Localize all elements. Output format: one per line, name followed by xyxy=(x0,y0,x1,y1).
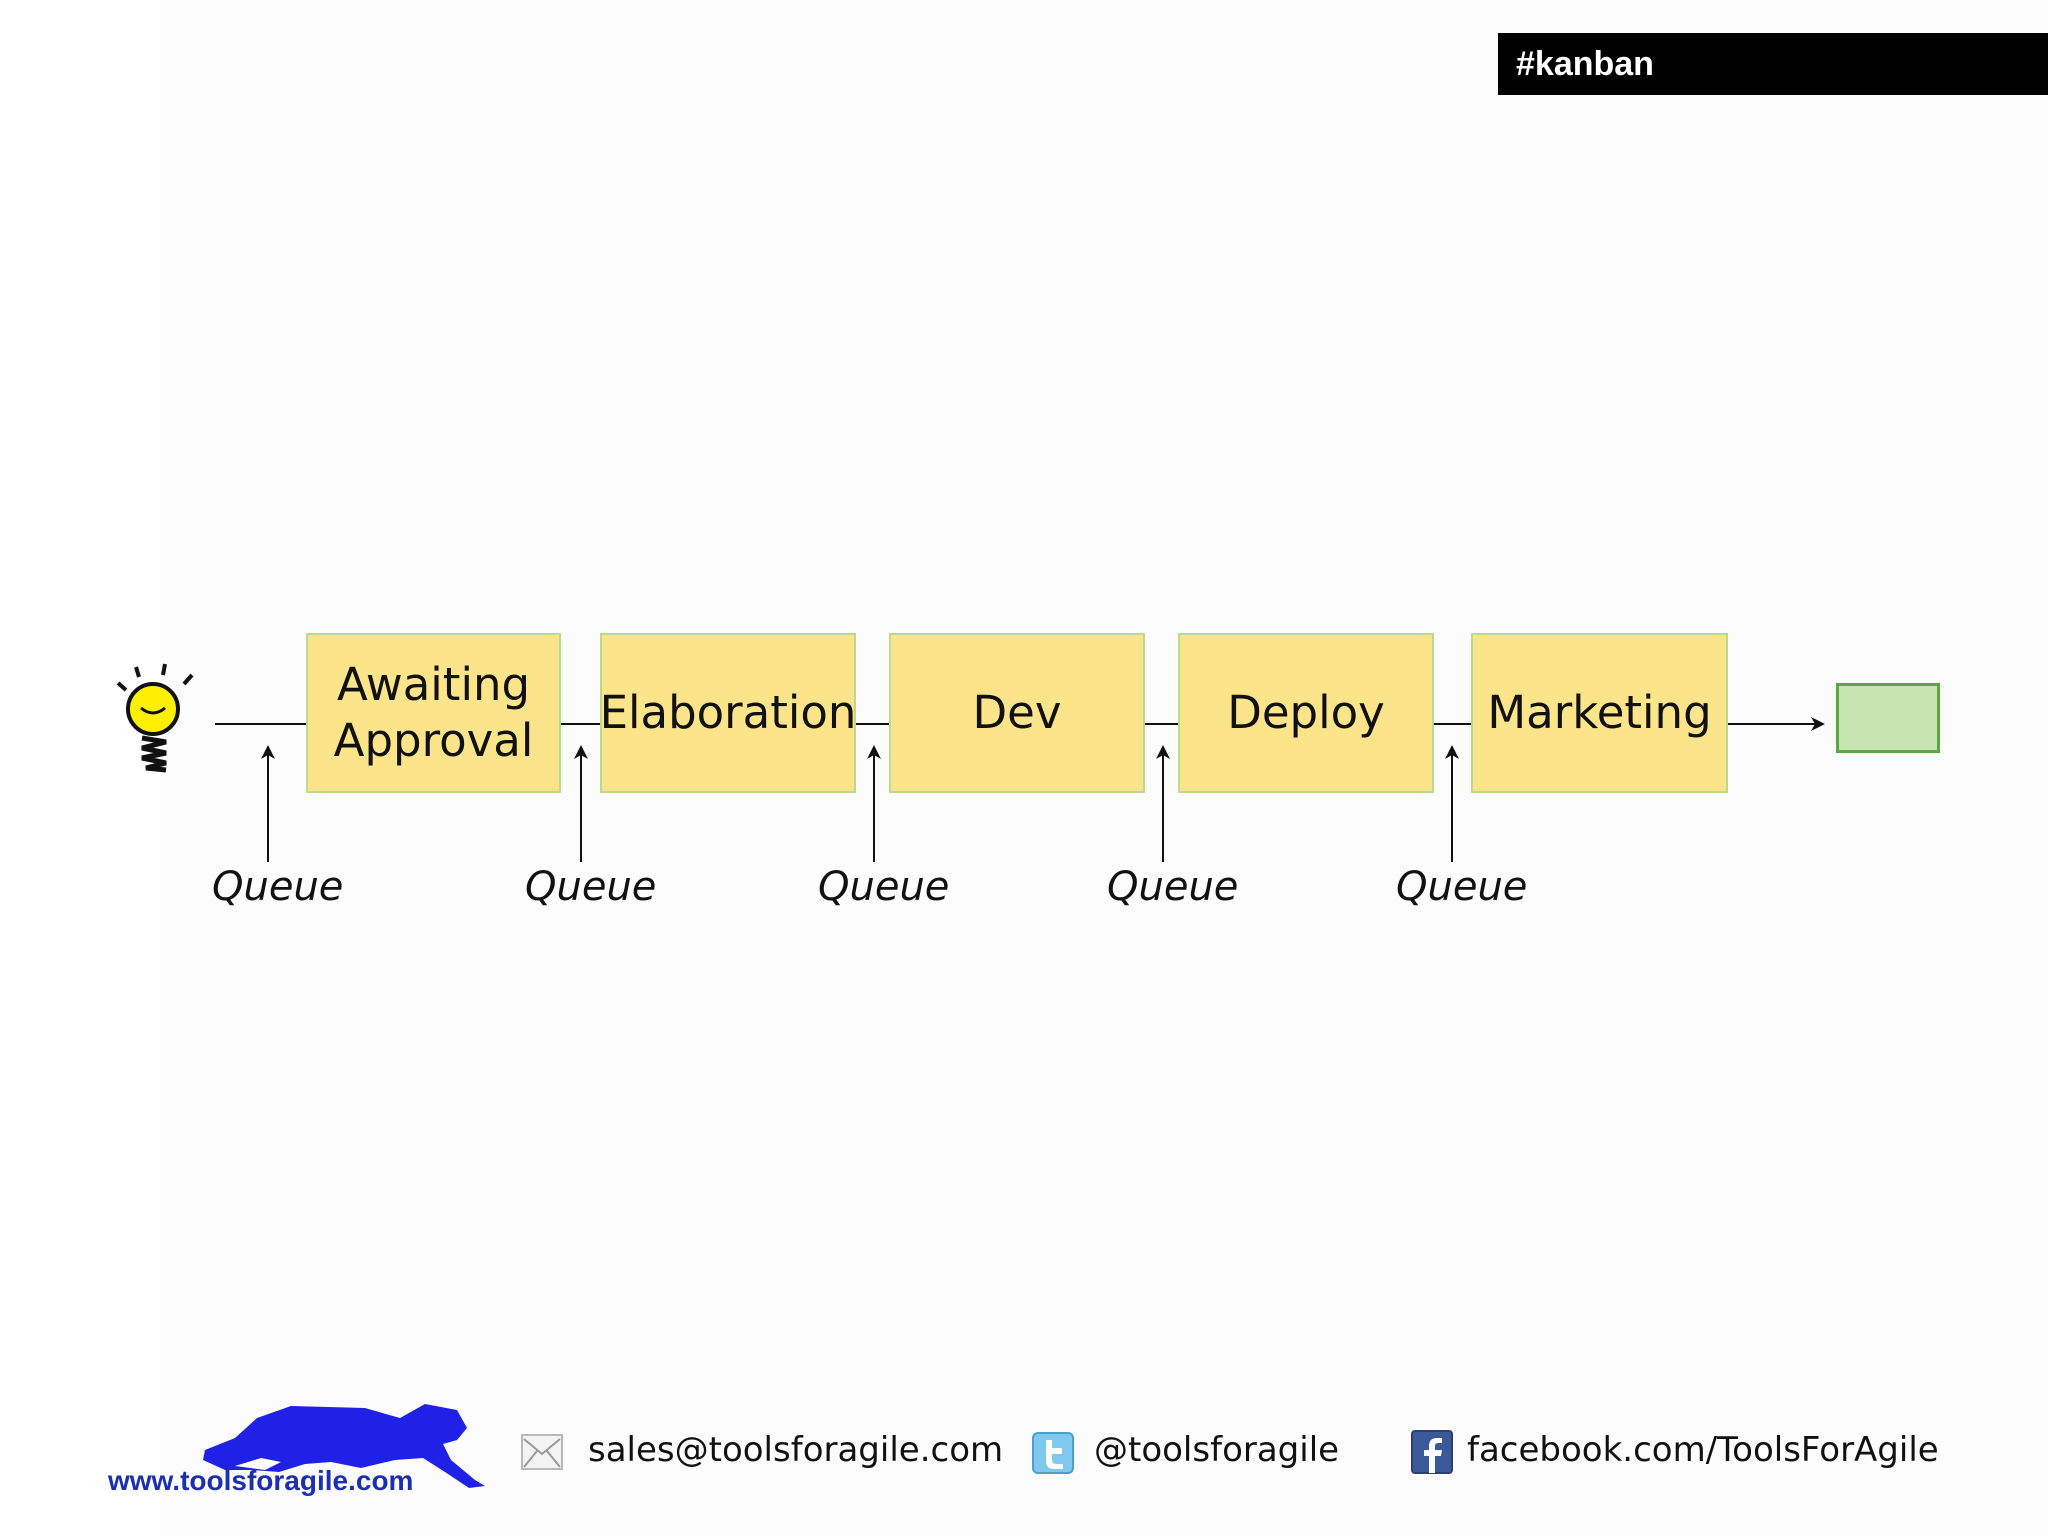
queue-label-2: Queue xyxy=(525,864,657,910)
lightbulb-icon xyxy=(116,663,194,773)
email-link[interactable]: sales@toolsforagile.com xyxy=(588,1430,1004,1470)
queue-label-1: Queue xyxy=(212,864,344,910)
stage-deploy-label: Deploy xyxy=(1227,685,1385,739)
envelope-icon xyxy=(521,1434,563,1470)
twitter-icon xyxy=(1032,1432,1074,1474)
queue-label-4: Queue xyxy=(1107,864,1239,910)
kanban-tag: #kanban xyxy=(1498,33,2048,95)
stage-marketing: Marketing xyxy=(1471,633,1728,793)
stage-deploy: Deploy xyxy=(1178,633,1434,793)
stage-dev-label: Dev xyxy=(972,685,1062,739)
done-box xyxy=(1836,683,1940,753)
stage-elaboration: Elaboration xyxy=(600,633,856,793)
facebook-icon xyxy=(1411,1430,1453,1474)
twitter-link[interactable]: @toolsforagile xyxy=(1094,1430,1340,1470)
stage-marketing-label: Marketing xyxy=(1487,685,1712,739)
cheetah-logo xyxy=(203,1404,485,1488)
queue-label-3: Queue xyxy=(818,864,950,910)
stage-awaiting-approval-line1: Awaiting xyxy=(336,657,531,711)
stage-awaiting-approval-line2: Approval xyxy=(333,714,534,767)
queue-label-5: Queue xyxy=(1396,864,1528,910)
stage-elaboration-label: Elaboration xyxy=(599,685,857,739)
stage-dev: Dev xyxy=(889,633,1145,793)
facebook-link[interactable]: facebook.com/ToolsForAgile xyxy=(1467,1430,1939,1470)
website-link[interactable]: www.toolsforagile.com xyxy=(108,1465,414,1496)
stage-awaiting-approval: Awaiting Approval xyxy=(306,633,561,793)
